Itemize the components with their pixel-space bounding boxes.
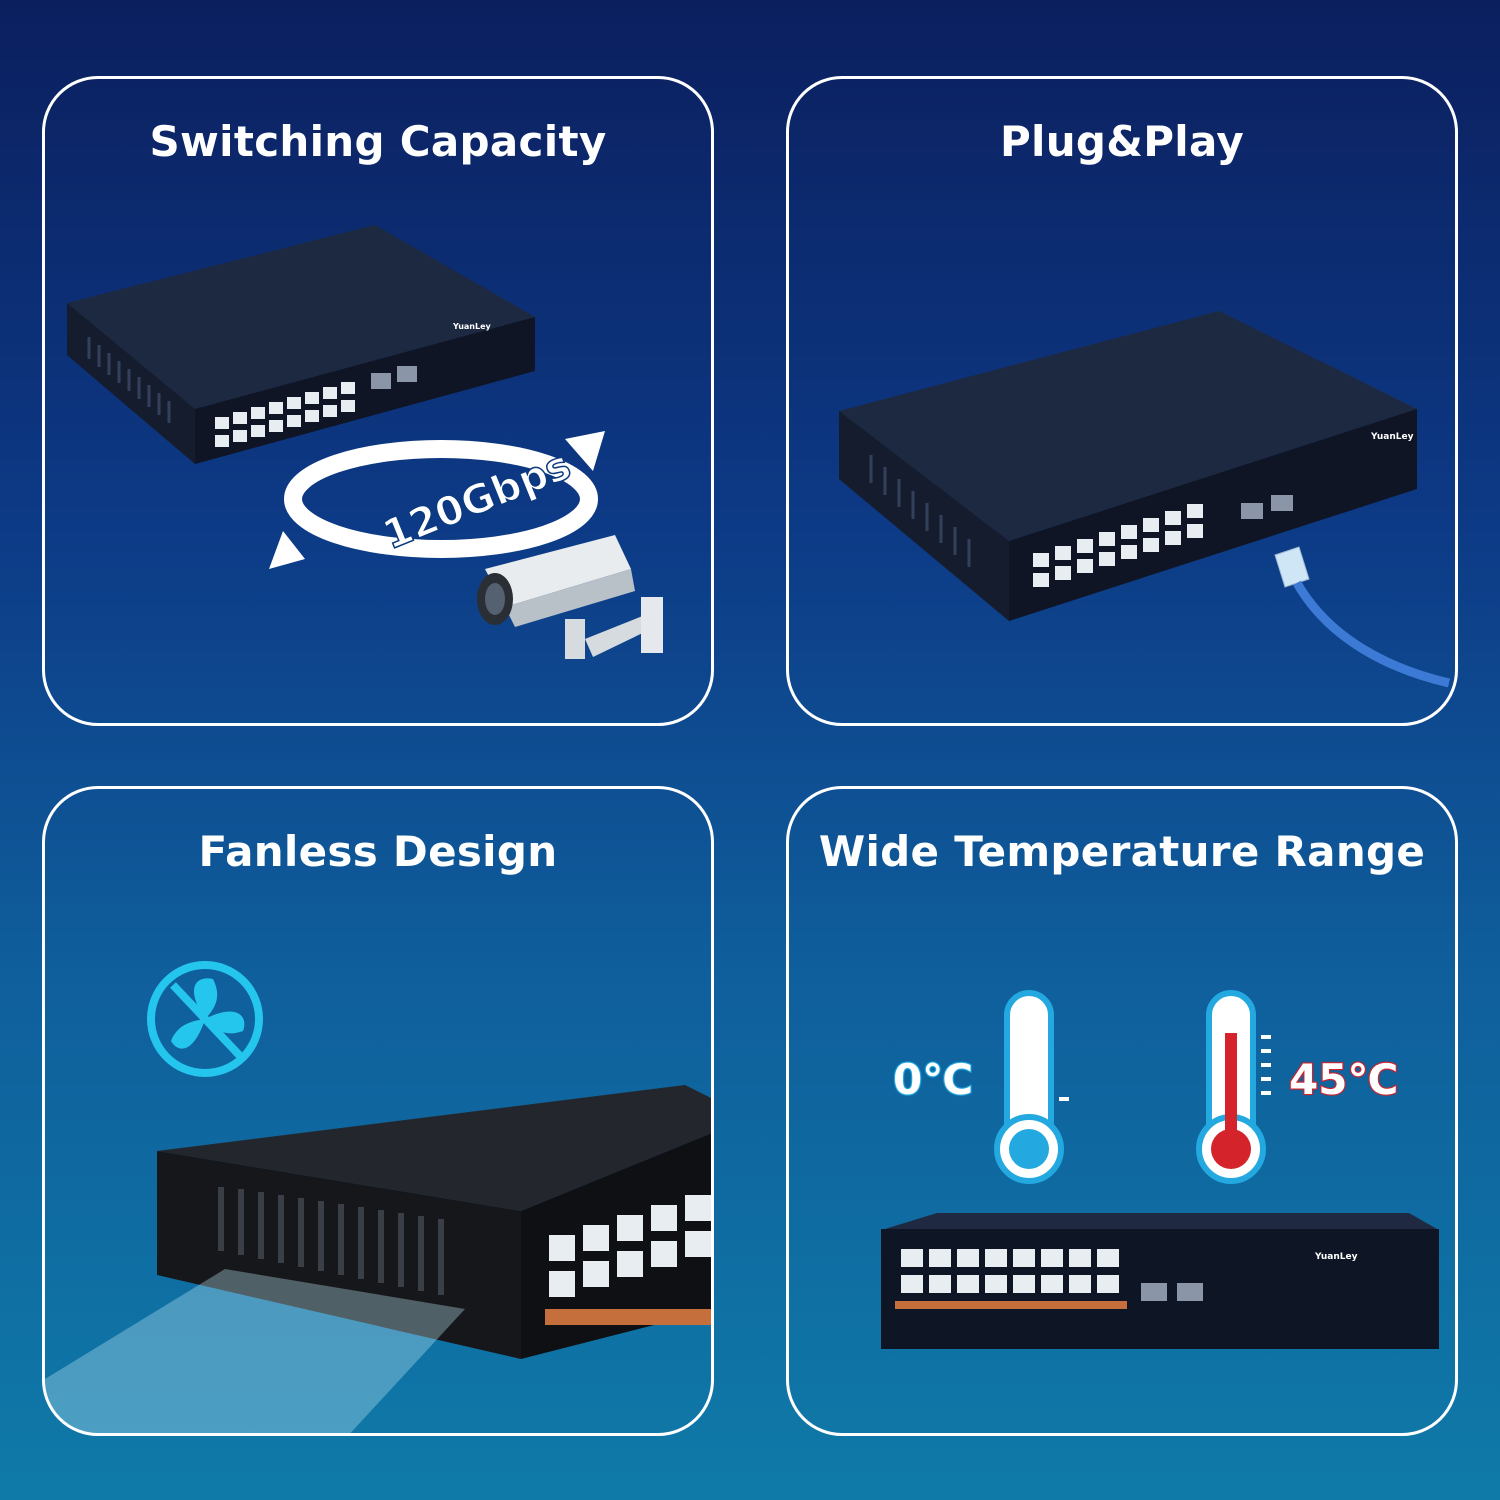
thermometer-cold-icon: [994, 990, 1069, 1184]
temperature-illustration: YuanLey: [881, 990, 1439, 1349]
panel-title: Wide Temperature Range: [818, 827, 1426, 876]
security-camera-icon: [477, 535, 663, 659]
min-temp-label: 0℃: [892, 1054, 974, 1105]
panel-fanless-design: Fanless Design: [42, 786, 714, 1436]
thermometer-hot-icon: [1196, 990, 1271, 1184]
panel-title: Switching Capacity: [149, 117, 607, 166]
max-temp-label: 45℃: [1288, 1054, 1399, 1105]
panel-title: Fanless Design: [198, 827, 558, 876]
switch-illustration: [45, 961, 711, 1433]
panel-title: Plug&Play: [999, 117, 1245, 166]
brand-label: YuanLey: [452, 322, 492, 331]
no-fan-icon: [147, 961, 263, 1077]
brand-label: YuanLey: [1314, 1252, 1358, 1262]
panel-wide-temperature-range: Wide Temperature Range 0℃ 45℃: [786, 786, 1458, 1436]
panel-plug-and-play: Plug&Play YuanLey: [786, 76, 1458, 726]
panel-switching-capacity: Switching Capacity YuanLey: [42, 76, 714, 726]
brand-label: YuanLey: [1370, 432, 1414, 442]
switch-illustration: YuanLey 120Gbps: [67, 225, 663, 659]
switch-illustration: YuanLey: [839, 311, 1451, 688]
ethernet-cable-icon: [1274, 546, 1451, 688]
